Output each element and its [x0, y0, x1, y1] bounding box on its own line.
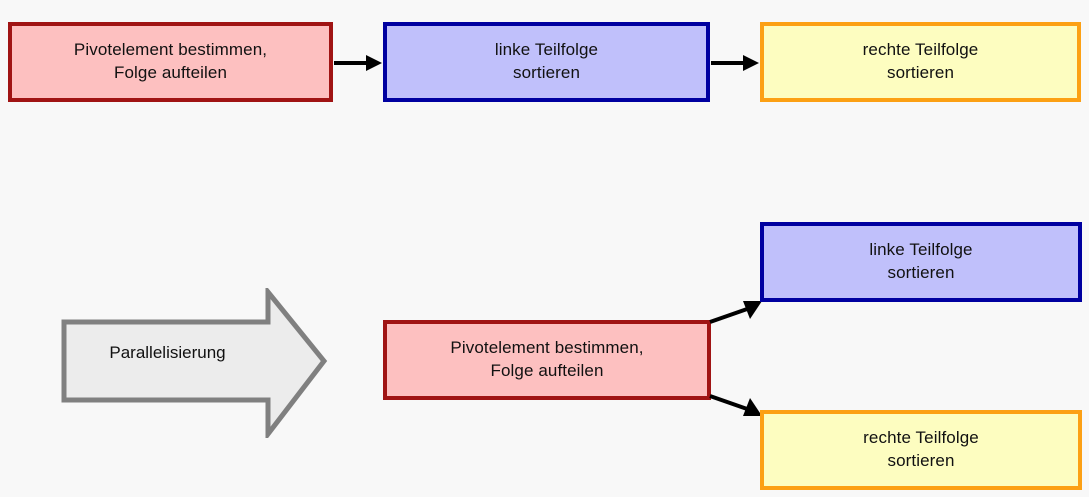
- arrow-seq-left-to-right: [711, 55, 759, 71]
- node-label-line: rechte Teilfolge: [863, 428, 979, 448]
- node-label-line: rechte Teilfolge: [862, 40, 979, 60]
- parallelization-block-arrow: [61, 288, 328, 438]
- node-label-line: Pivotelement bestimmen,: [73, 40, 268, 60]
- node-label-line: sortieren: [887, 451, 955, 470]
- node-sequential-pivot[interactable]: Pivotelement bestimmen, Folge aufteilen: [8, 22, 333, 102]
- node-sequential-left-sublist[interactable]: linke Teilfolge sortieren: [383, 22, 710, 102]
- node-label-line: linke Teilfolge: [869, 240, 973, 260]
- node-label-line: sortieren: [887, 263, 955, 282]
- node-label-line: linke Teilfolge: [494, 40, 599, 60]
- node-sequential-right-sublist[interactable]: rechte Teilfolge sortieren: [760, 22, 1081, 102]
- node-parallel-right-sublist[interactable]: rechte Teilfolge sortieren: [760, 410, 1082, 490]
- node-parallel-left-sublist[interactable]: linke Teilfolge sortieren: [760, 222, 1082, 302]
- node-label-line: Folge aufteilen: [113, 63, 228, 82]
- node-label-line: sortieren: [886, 63, 955, 82]
- arrow-par-pivot-to-left: [709, 301, 762, 324]
- arrow-par-pivot-to-right: [709, 394, 762, 416]
- node-label-line: sortieren: [512, 63, 581, 82]
- node-label-line: Pivotelement bestimmen,: [450, 338, 644, 358]
- node-parallel-pivot[interactable]: Pivotelement bestimmen, Folge aufteilen: [383, 320, 711, 400]
- arrow-seq-pivot-to-left: [334, 55, 382, 71]
- node-label-line: Folge aufteilen: [490, 361, 604, 380]
- parallelization-label: Parallelisierung: [109, 343, 226, 362]
